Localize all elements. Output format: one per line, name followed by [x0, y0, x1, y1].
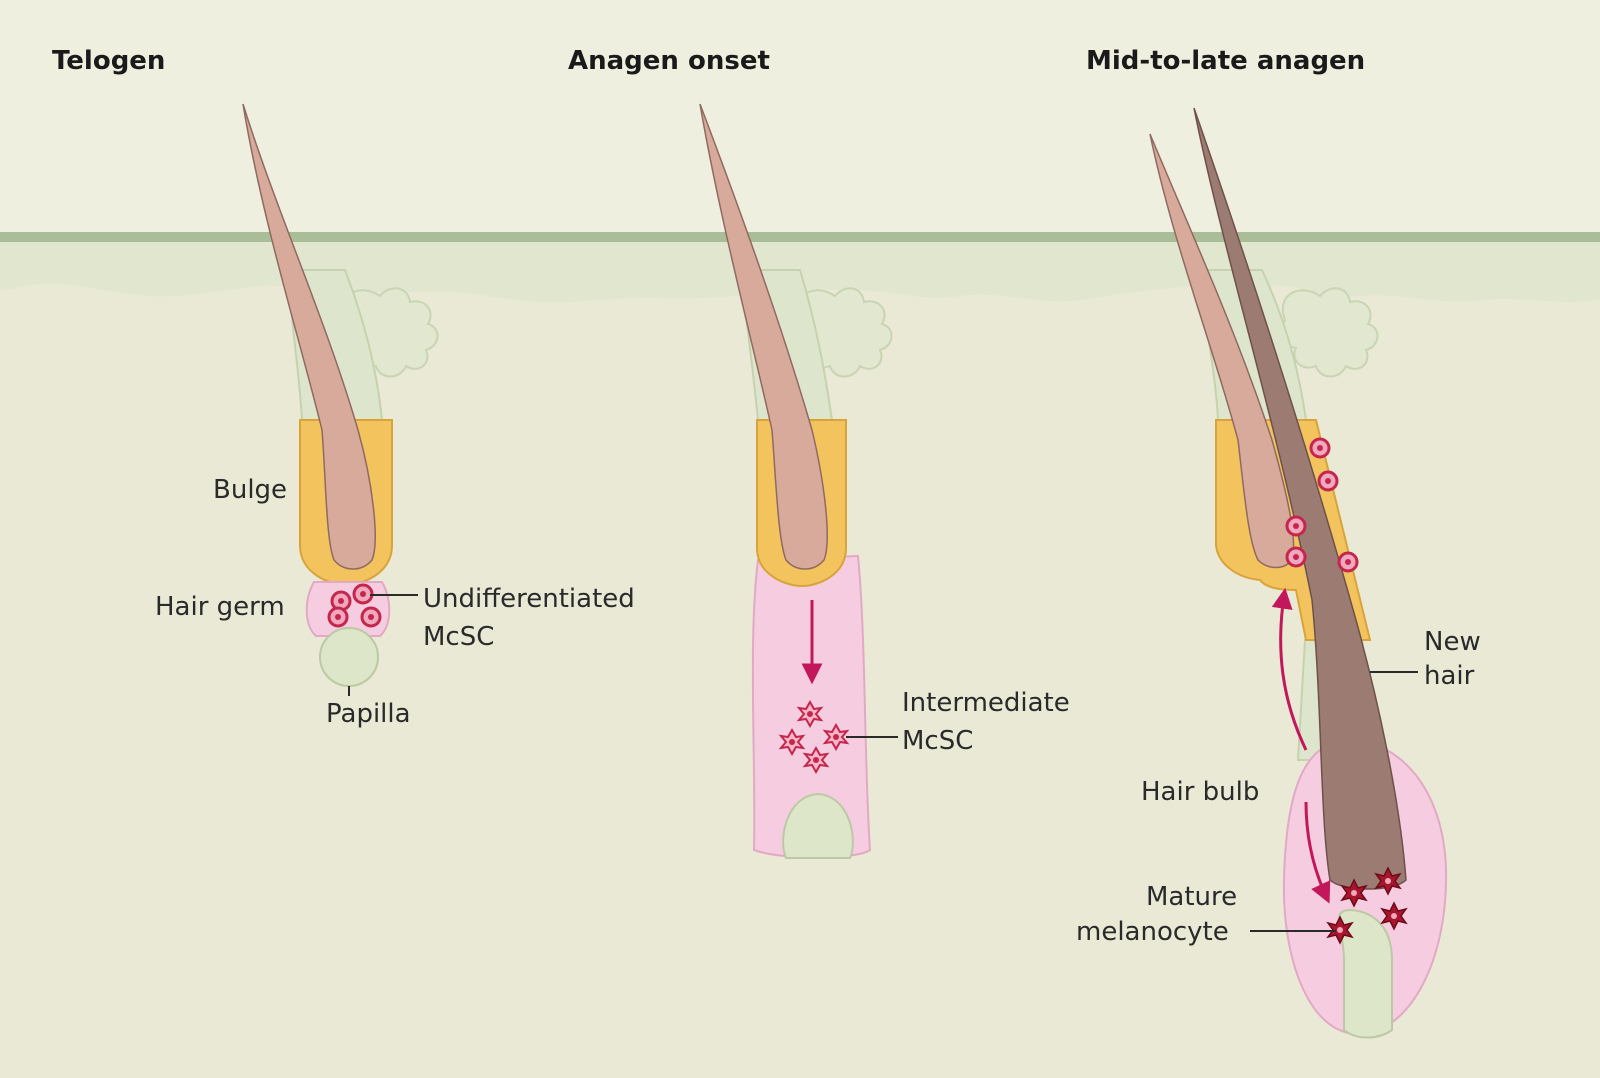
mid-to-late-anagen-follicle — [1149, 107, 1448, 1039]
papilla-label: Papilla — [326, 699, 411, 729]
bulge-mcsc-cluster — [1285, 437, 1359, 573]
upward-migration-arrow — [1271, 587, 1308, 751]
undifferentiated-mcsc-cluster — [327, 583, 382, 628]
skin-surface-line — [0, 232, 1600, 242]
papilla — [782, 792, 854, 859]
undifferentiated-label-line2: McSC — [423, 622, 494, 652]
stage-title-telogen: Telogen — [52, 46, 165, 76]
new-hair — [1193, 107, 1407, 890]
intermediate-cell — [778, 727, 806, 757]
melanocyte — [1380, 901, 1408, 931]
mature-melanocyte-cluster — [1326, 866, 1408, 945]
bulge-label: Bulge — [213, 475, 287, 505]
club-hair — [1149, 133, 1295, 569]
new-hair-label-line2: hair — [1424, 661, 1475, 691]
club-hair — [699, 103, 828, 570]
intermediate-cell — [822, 722, 850, 752]
downward-migration-arrow — [1304, 801, 1331, 904]
stage-title-anagen-onset: Anagen onset — [568, 46, 770, 76]
intermediate-cell — [796, 699, 824, 729]
intermediate-label-line2: McSC — [902, 726, 973, 756]
melanocyte — [1374, 866, 1402, 896]
mature-label-line1: Mature — [1146, 882, 1237, 912]
sebaceous-gland — [1279, 287, 1379, 378]
intermediate-label-line1: Intermediate — [902, 688, 1070, 718]
mature-label-line2: melanocyte — [1076, 917, 1229, 947]
undifferentiated-label-line1: Undifferentiated — [423, 584, 635, 614]
anagen-onset-follicle — [699, 103, 898, 859]
club-hair — [242, 103, 376, 570]
sky-band — [0, 0, 1600, 240]
stage-title-mid-to-late-anagen: Mid-to-late anagen — [1086, 46, 1365, 76]
intermediate-cell — [802, 745, 830, 775]
papilla — [319, 627, 379, 687]
hair-bulb-label: Hair bulb — [1141, 777, 1259, 807]
melanocyte — [1326, 915, 1354, 945]
intermediate-mcsc-cluster — [778, 699, 850, 775]
hair-germ-label: Hair germ — [155, 592, 285, 622]
telogen-follicle — [242, 103, 439, 696]
new-hair-label-line1: New — [1424, 627, 1481, 657]
melanocyte — [1340, 878, 1368, 908]
